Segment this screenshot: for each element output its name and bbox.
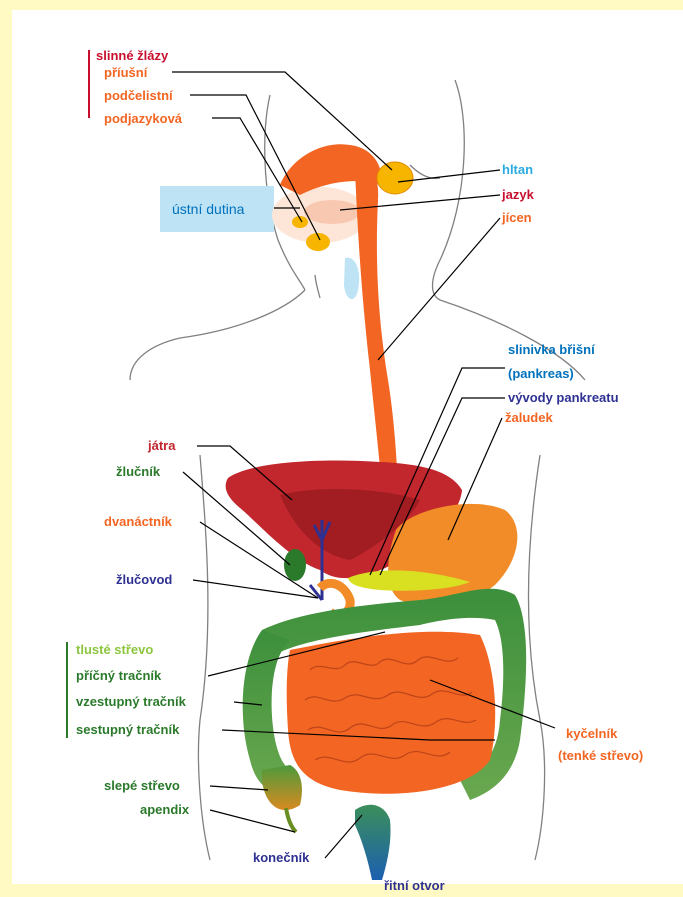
- label-parotid: příušní: [104, 65, 148, 80]
- label-salivary-glands: slinné žlázy: [96, 48, 169, 63]
- label-sublingual: podjazyková: [104, 111, 183, 126]
- label-ileum: kyčelník: [566, 726, 618, 741]
- label-esophagus: jícen: [501, 210, 532, 225]
- appendix-shape: [286, 808, 296, 832]
- head-organs: [272, 144, 413, 299]
- label-bile-duct: žlučovod: [116, 572, 172, 587]
- label-anus: řitní otvor: [384, 878, 445, 893]
- label-oral-cavity: ústní dutina: [172, 201, 245, 217]
- gallbladder-shape: [284, 549, 306, 581]
- small-intestine-shape: [287, 632, 496, 794]
- label-appendix: apendix: [140, 802, 190, 817]
- label-gallbladder: žlučník: [116, 464, 161, 479]
- label-pancreas: slinivka břišní: [508, 342, 595, 357]
- cecum-shape: [262, 765, 302, 810]
- label-pancreatic-ducts: vývody pankreatu: [508, 390, 619, 405]
- label-stomach: žaludek: [505, 410, 553, 425]
- label-duodenum: dvanáctník: [104, 514, 173, 529]
- label-large-intestine: tlusté střevo: [76, 642, 153, 657]
- label-pharynx: hltan: [502, 162, 533, 177]
- label-rectum: konečník: [253, 850, 310, 865]
- label-pancreas-alt: (pankreas): [508, 366, 574, 381]
- label-small-intestine: (tenké střevo): [558, 748, 643, 763]
- label-liver: játra: [147, 438, 176, 453]
- label-tongue: jazyk: [501, 187, 535, 202]
- label-cecum: slepé střevo: [104, 778, 180, 793]
- label-descending-colon: sestupný tračník: [76, 722, 180, 737]
- label-ascending-colon: vzestupný tračník: [76, 694, 187, 709]
- label-submandibular: podčelistní: [104, 88, 173, 103]
- label-transverse-colon: příčný tračník: [76, 668, 162, 683]
